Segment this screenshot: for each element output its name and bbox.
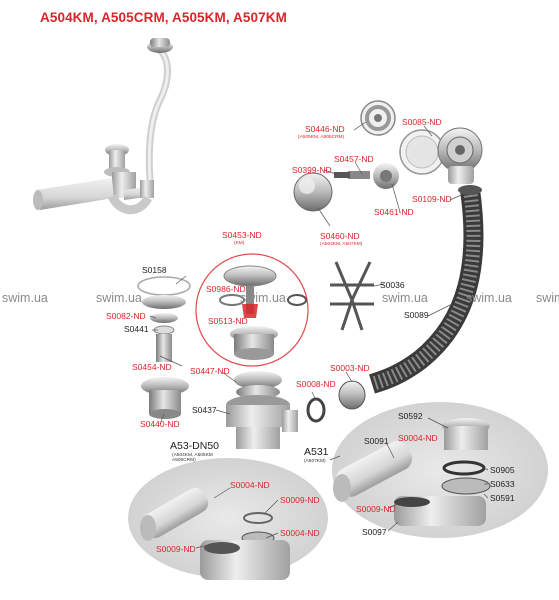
part-label-s0009-a531: S0009-ND	[356, 504, 396, 514]
group-label-dn50: A53-DN50	[170, 440, 220, 452]
part-note-s0460: (A504KM, A507KM)	[320, 242, 363, 247]
part-label-s0441: S0441	[124, 324, 149, 334]
part-note-s0453: (KM)	[234, 241, 245, 246]
part-label-s0592: S0592	[398, 411, 423, 421]
watermark-4: swim.ua	[382, 291, 428, 305]
part-label-s0004-a531: S0004-ND	[398, 433, 438, 443]
part-label-s0085: S0085-ND	[402, 117, 442, 127]
part-label-s0633: S0633	[490, 479, 515, 489]
product-assembly-image	[33, 38, 173, 215]
watermark-5: swim.ua	[466, 291, 512, 305]
leader-lines	[149, 121, 489, 549]
part-label-s0082: S0082-ND	[106, 311, 146, 321]
part-label-s0097: S0097	[362, 527, 387, 537]
group-label-a531: A531	[304, 446, 329, 458]
watermark-3: swim.ua	[240, 291, 286, 305]
part-label-s0091: S0091	[364, 436, 389, 446]
s0453-group-circle	[195, 253, 309, 367]
part-label-s0009-dn50-bottom: S0009-ND	[156, 544, 196, 554]
part-label-s0003: S0003-ND	[330, 363, 370, 373]
part-label-s0009-dn50-top: S0009-ND	[280, 495, 320, 505]
bracket-s0036	[330, 261, 374, 331]
corrugated-hose	[369, 185, 484, 394]
dn50-trap	[140, 487, 290, 580]
part-label-s0591: S0591	[490, 493, 515, 503]
part-label-s0986: S0986-ND	[206, 284, 246, 294]
part-label-s0399: S0399-ND	[292, 165, 332, 175]
overflow-parts	[293, 100, 483, 212]
left-parts-stack	[137, 276, 191, 419]
group-ellipse-a531	[332, 402, 548, 538]
part-label-s0004-dn50-lower: S0004-ND	[280, 528, 320, 538]
part-label-s0453: S0453-ND	[222, 230, 262, 240]
part-label-s0440: S0440-ND	[140, 419, 180, 429]
a531-trap	[333, 418, 491, 526]
part-label-s0109: S0109-ND	[412, 194, 452, 204]
part-label-s0513: S0513-ND	[208, 316, 248, 326]
center-trap-stack	[226, 371, 366, 449]
group-note-a531: (A507KM)	[304, 459, 326, 464]
watermark-6: swim.ua	[536, 291, 559, 305]
part-label-s0461: S0461-ND	[374, 207, 414, 217]
s0453-plug-parts	[219, 265, 307, 360]
part-label-s0089: S0089	[404, 310, 429, 320]
part-label-s0036: S0036	[380, 280, 405, 290]
part-note-s0446: (A505KM, A505CRM)	[298, 135, 345, 140]
part-label-s0905: S0905	[490, 465, 515, 475]
part-label-s0008: S0008-ND	[296, 379, 336, 389]
part-label-s0446: S0446-ND	[305, 124, 345, 134]
part-label-s0447: S0447-ND	[190, 366, 230, 376]
part-label-s0437: S0437	[192, 405, 217, 415]
watermark-1: swim.ua	[2, 291, 48, 305]
part-label-s0454: S0454-ND	[132, 362, 172, 372]
part-label-s0460: S0460-ND	[320, 231, 360, 241]
part-label-s0158: S0158	[142, 265, 167, 275]
part-label-s0457: S0457-ND	[334, 154, 374, 164]
watermark-2: swim.ua	[96, 291, 142, 305]
group-note-dn50: (A504KM, A505KM A505CRM)	[172, 453, 213, 464]
page-title: A504KM, A505CRM, A505KM, A507KM	[40, 10, 287, 25]
part-label-s0004-dn50: S0004-ND	[230, 480, 270, 490]
